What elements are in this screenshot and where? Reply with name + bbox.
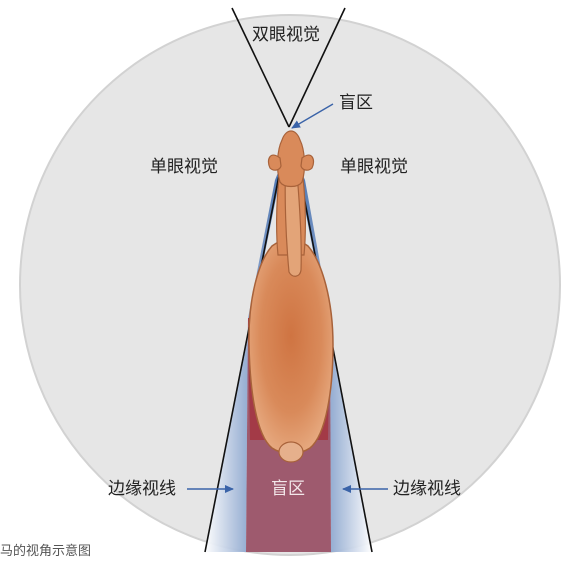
horse-tail [279, 442, 303, 462]
label-peripheral-right: 边缘视线 [393, 481, 461, 498]
label-peripheral-left: 边缘视线 [108, 481, 176, 498]
label-front-blind-spot: 盲区 [339, 95, 373, 112]
horse-ear-left [268, 155, 281, 170]
label-monocular-right: 单眼视觉 [340, 159, 408, 176]
label-binocular-vision: 双眼视觉 [252, 27, 320, 44]
horse-ear-right [301, 155, 314, 170]
figure-caption: 马的视角示意图 [0, 545, 91, 558]
label-rear-blind-spot: 盲区 [271, 481, 305, 498]
label-monocular-left: 单眼视觉 [150, 159, 218, 176]
